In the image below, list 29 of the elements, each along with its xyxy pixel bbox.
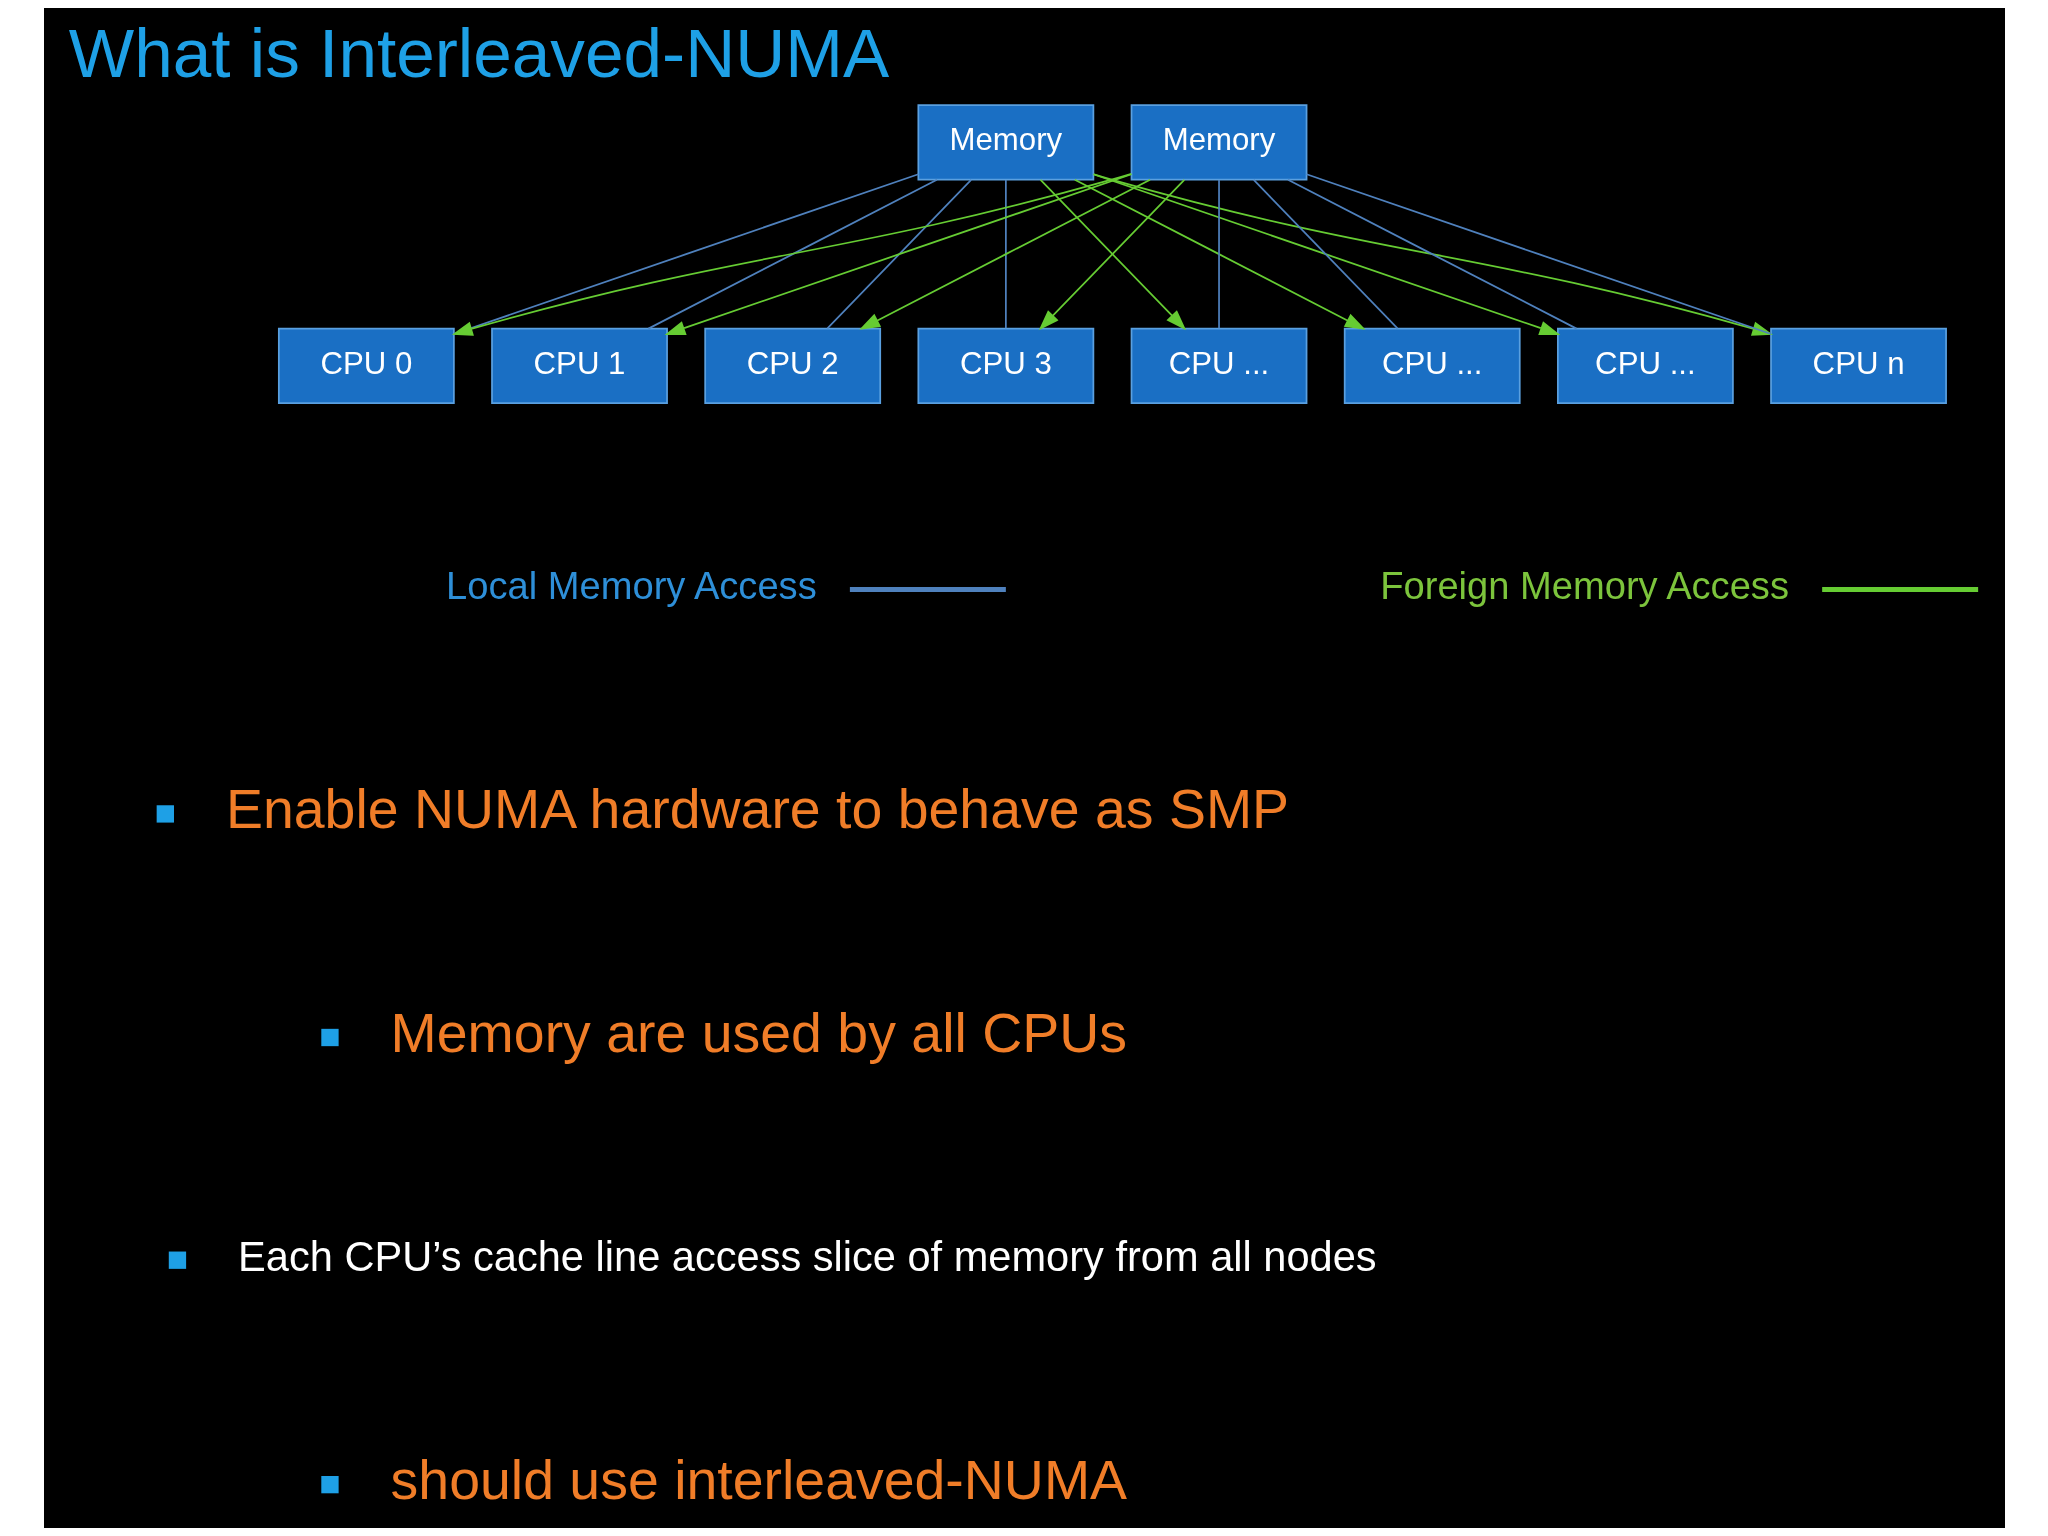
legend-label: Foreign Memory Access (1379, 564, 1789, 608)
label: Each CPU’s cache line access slice of memory from all nodes (237, 1232, 1377, 1280)
node-box: CPU 1 (490, 327, 668, 405)
arrow (858, 178, 1151, 330)
arrow (1092, 173, 1560, 336)
connector (1286, 178, 1577, 330)
node-box: CPU ... (1343, 327, 1521, 405)
node-box: CPU 0 (277, 327, 455, 405)
connector (1004, 179, 1007, 330)
label: Enable NUMA hardware to behave as SMP (225, 777, 1289, 840)
legend-label: Local Memory Access (445, 564, 817, 608)
connector (647, 178, 938, 330)
arrow (451, 172, 1132, 336)
connector (452, 173, 919, 335)
arrow (664, 173, 1132, 336)
label: should use interleaved-NUMA (390, 1448, 1127, 1511)
connector (1252, 179, 1398, 330)
node-box: Memory (917, 104, 1094, 181)
node-box: CPU ... (1556, 327, 1734, 405)
arrow (1073, 178, 1366, 330)
connector (1217, 179, 1220, 330)
label: Memory are used by all CPUs (390, 1001, 1127, 1064)
node-box: CPU 3 (917, 327, 1094, 405)
node-box: CPU 2 (703, 327, 881, 405)
node-box: CPU n (1769, 327, 1947, 405)
diagram-title: What is Interleaved-NUMA (68, 14, 889, 93)
node-box: CPU ... (1130, 327, 1307, 405)
connector (826, 179, 972, 330)
node-box: Memory (1130, 104, 1307, 181)
